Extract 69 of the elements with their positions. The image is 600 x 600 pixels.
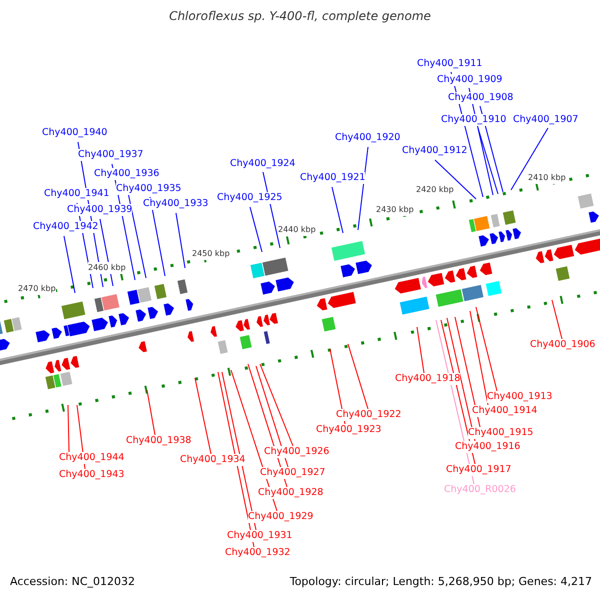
gene-label: Chy400_1908 [448,92,514,104]
footer-text: Topology: circular; Length: 5,268,950 bp; Genes: 4,217 [290,576,592,588]
leader-line [332,186,344,234]
gene-label: Chy400_1921 [300,172,366,184]
leader-line [194,378,212,454]
leader-line [256,366,288,468]
gene-label: Chy400_1937 [78,149,144,161]
leader-line [260,364,294,446]
gene-label: Chy400_1926 [264,446,330,458]
gene-label: Chy400_1906 [530,339,596,351]
gene-label: Chy400_1944 [59,452,124,464]
gene-label: Chy400_1909 [437,74,502,86]
gene-label: Chy400_1915 [468,427,534,439]
scale-label: 2460 kbp [88,262,126,274]
leader-line [416,326,424,374]
leader-line [250,206,262,252]
gene-label: Chy400_1936 [94,168,160,180]
gene-label: Chy400_R0026 [444,484,516,496]
gene-label: Chy400_1922 [336,409,402,421]
leader-line [552,300,562,340]
gene-label: Chy400_1932 [225,547,290,559]
gene-label: Chy400_1931 [227,530,292,542]
gene-label: Chy400_1916 [455,441,520,453]
gene-label: Chy400_1913 [487,391,552,403]
leader-line [176,212,186,268]
gene-label: Chy400_1927 [260,467,326,479]
leader-line [476,306,498,392]
scale-label: 2420 kbp [416,184,454,196]
gene-label: Chy400_1933 [143,198,208,210]
leader-line [64,236,76,294]
scale-label: 2430 kbp [376,204,414,216]
gene-label: Chy400_1920 [335,132,400,144]
gene-label: Chy400_1942 [33,221,98,233]
leader-line [222,372,256,530]
gene-label: Chy400_1925 [217,192,282,204]
leader-line [146,390,156,436]
scale-label: 2450 kbp [192,248,230,260]
gene-label: Chy400_1928 [258,487,324,499]
leader-line [478,128,498,194]
gene-label: Chy400_1929 [248,511,314,523]
footer-text: Accession: NC_012032 [10,576,136,588]
gene-label: Chy400_1940 [42,127,108,139]
gene-label: Chy400_1941 [44,188,110,200]
leader-line [510,128,548,190]
leader-line [434,160,476,200]
leader-line [446,318,476,442]
leader-line [480,106,504,192]
gene-label: Chy400_1934 [180,454,246,466]
gene-label: Chy400_1912 [402,145,468,157]
gene-label: Chy400_1943 [59,469,124,481]
scale-label: 2410 kbp [528,172,566,184]
scale-label: 2440 kbp [278,224,316,236]
scale-label: 2470 kbp [18,283,56,295]
leader-line [358,146,368,230]
leader-line [470,310,488,406]
gene-label: Chy400_1911 [417,58,482,70]
gene-label: Chy400_1935 [116,183,182,195]
gene-label: Chy400_1938 [126,435,192,447]
gene-label: Chy400_1924 [230,158,296,170]
gene-label: Chy400_1918 [395,373,460,385]
leader-line [348,344,368,410]
gene-label: Chy400_1917 [446,464,512,476]
gene-label: Chy400_1910 [441,114,506,126]
gene-label: Chy400_1923 [316,424,382,436]
leader-line [68,404,70,452]
gene-label: Chy400_1907 [513,114,578,126]
gene-label: Chy400_1914 [472,405,538,417]
leader-line [454,316,480,428]
gene-label: Chy400_1939 [67,204,132,216]
